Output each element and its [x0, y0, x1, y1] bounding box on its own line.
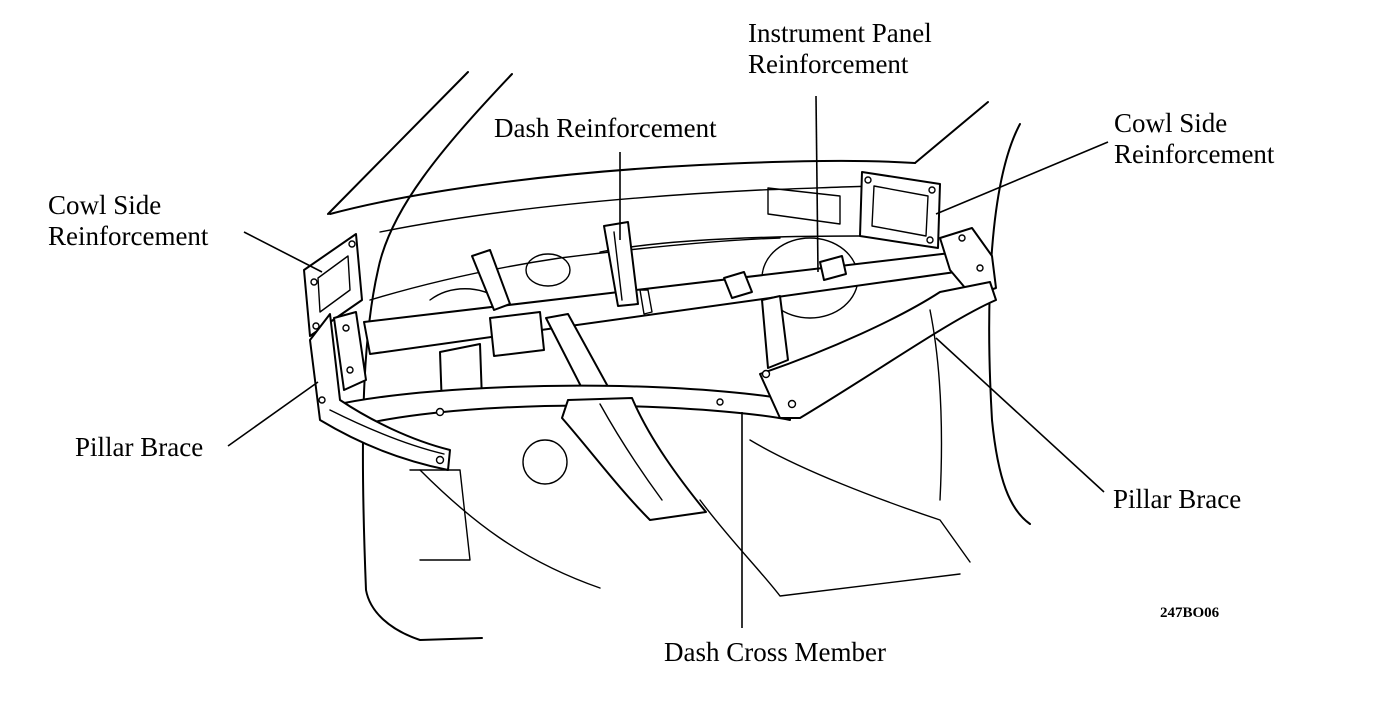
tube-mount-right — [939, 227, 997, 297]
dash-cross-member — [329, 384, 791, 431]
windshield-pillar-left-inner — [361, 73, 513, 641]
label-cowl-side-reinforcement-right: Cowl Side Reinforcement — [1114, 108, 1275, 169]
label-dash-cross-member: Dash Cross Member — [664, 637, 886, 667]
cowl-side-plate-left — [303, 233, 363, 337]
leader-cowl-side-left — [243, 231, 323, 273]
tube-collar — [639, 289, 653, 315]
label-dash-reinforcement: Dash Reinforcement — [494, 113, 717, 143]
tube-bracket-right — [819, 255, 847, 281]
pillar-brace-right-edge — [929, 309, 943, 501]
inner-brace-right — [761, 295, 789, 369]
pillar-brace-left — [309, 313, 451, 471]
label-pillar-brace-left: Pillar Brace — [75, 432, 204, 462]
floor-line-center — [699, 499, 961, 597]
floor-line-right — [749, 439, 971, 563]
tube-bracket-center — [723, 271, 753, 299]
floor-hole-left — [522, 439, 568, 485]
leader-pillar-brace-left — [227, 381, 319, 447]
floor-line-left — [419, 469, 601, 589]
figure-code: 247BO06 — [1160, 605, 1220, 621]
cowl-side-plate-right — [859, 171, 941, 249]
label-pillar-brace-right: Pillar Brace — [1113, 484, 1242, 514]
cowl-top-panel — [329, 159, 916, 215]
cowl-side-plate-left-inner — [317, 255, 351, 313]
lower-left-panel — [409, 469, 471, 561]
cowl-vent-slot — [767, 187, 841, 225]
leader-pillar-brace-right — [935, 337, 1105, 493]
cowl-inner-edge — [379, 185, 881, 233]
center-stack-bracket — [489, 311, 545, 357]
dash-cross-member-right — [759, 281, 997, 419]
leader-ip-reinforcement — [815, 95, 819, 273]
label-instrument-panel-reinforcement: Instrument Panel Reinforcement — [748, 18, 932, 79]
right-body-edge — [988, 123, 1031, 525]
firewall-opening-left — [525, 253, 571, 287]
cowl-side-plate-right-inner — [871, 185, 929, 237]
windshield-pillar-left-outer — [327, 71, 469, 215]
tube-mount-left — [333, 311, 367, 391]
windshield-top-line — [914, 101, 989, 164]
label-cowl-side-reinforcement-left: Cowl Side Reinforcement — [48, 190, 209, 251]
dash-bracket-left — [471, 249, 511, 311]
firewall-left — [369, 237, 781, 301]
leader-cowl-side-right — [935, 141, 1109, 215]
